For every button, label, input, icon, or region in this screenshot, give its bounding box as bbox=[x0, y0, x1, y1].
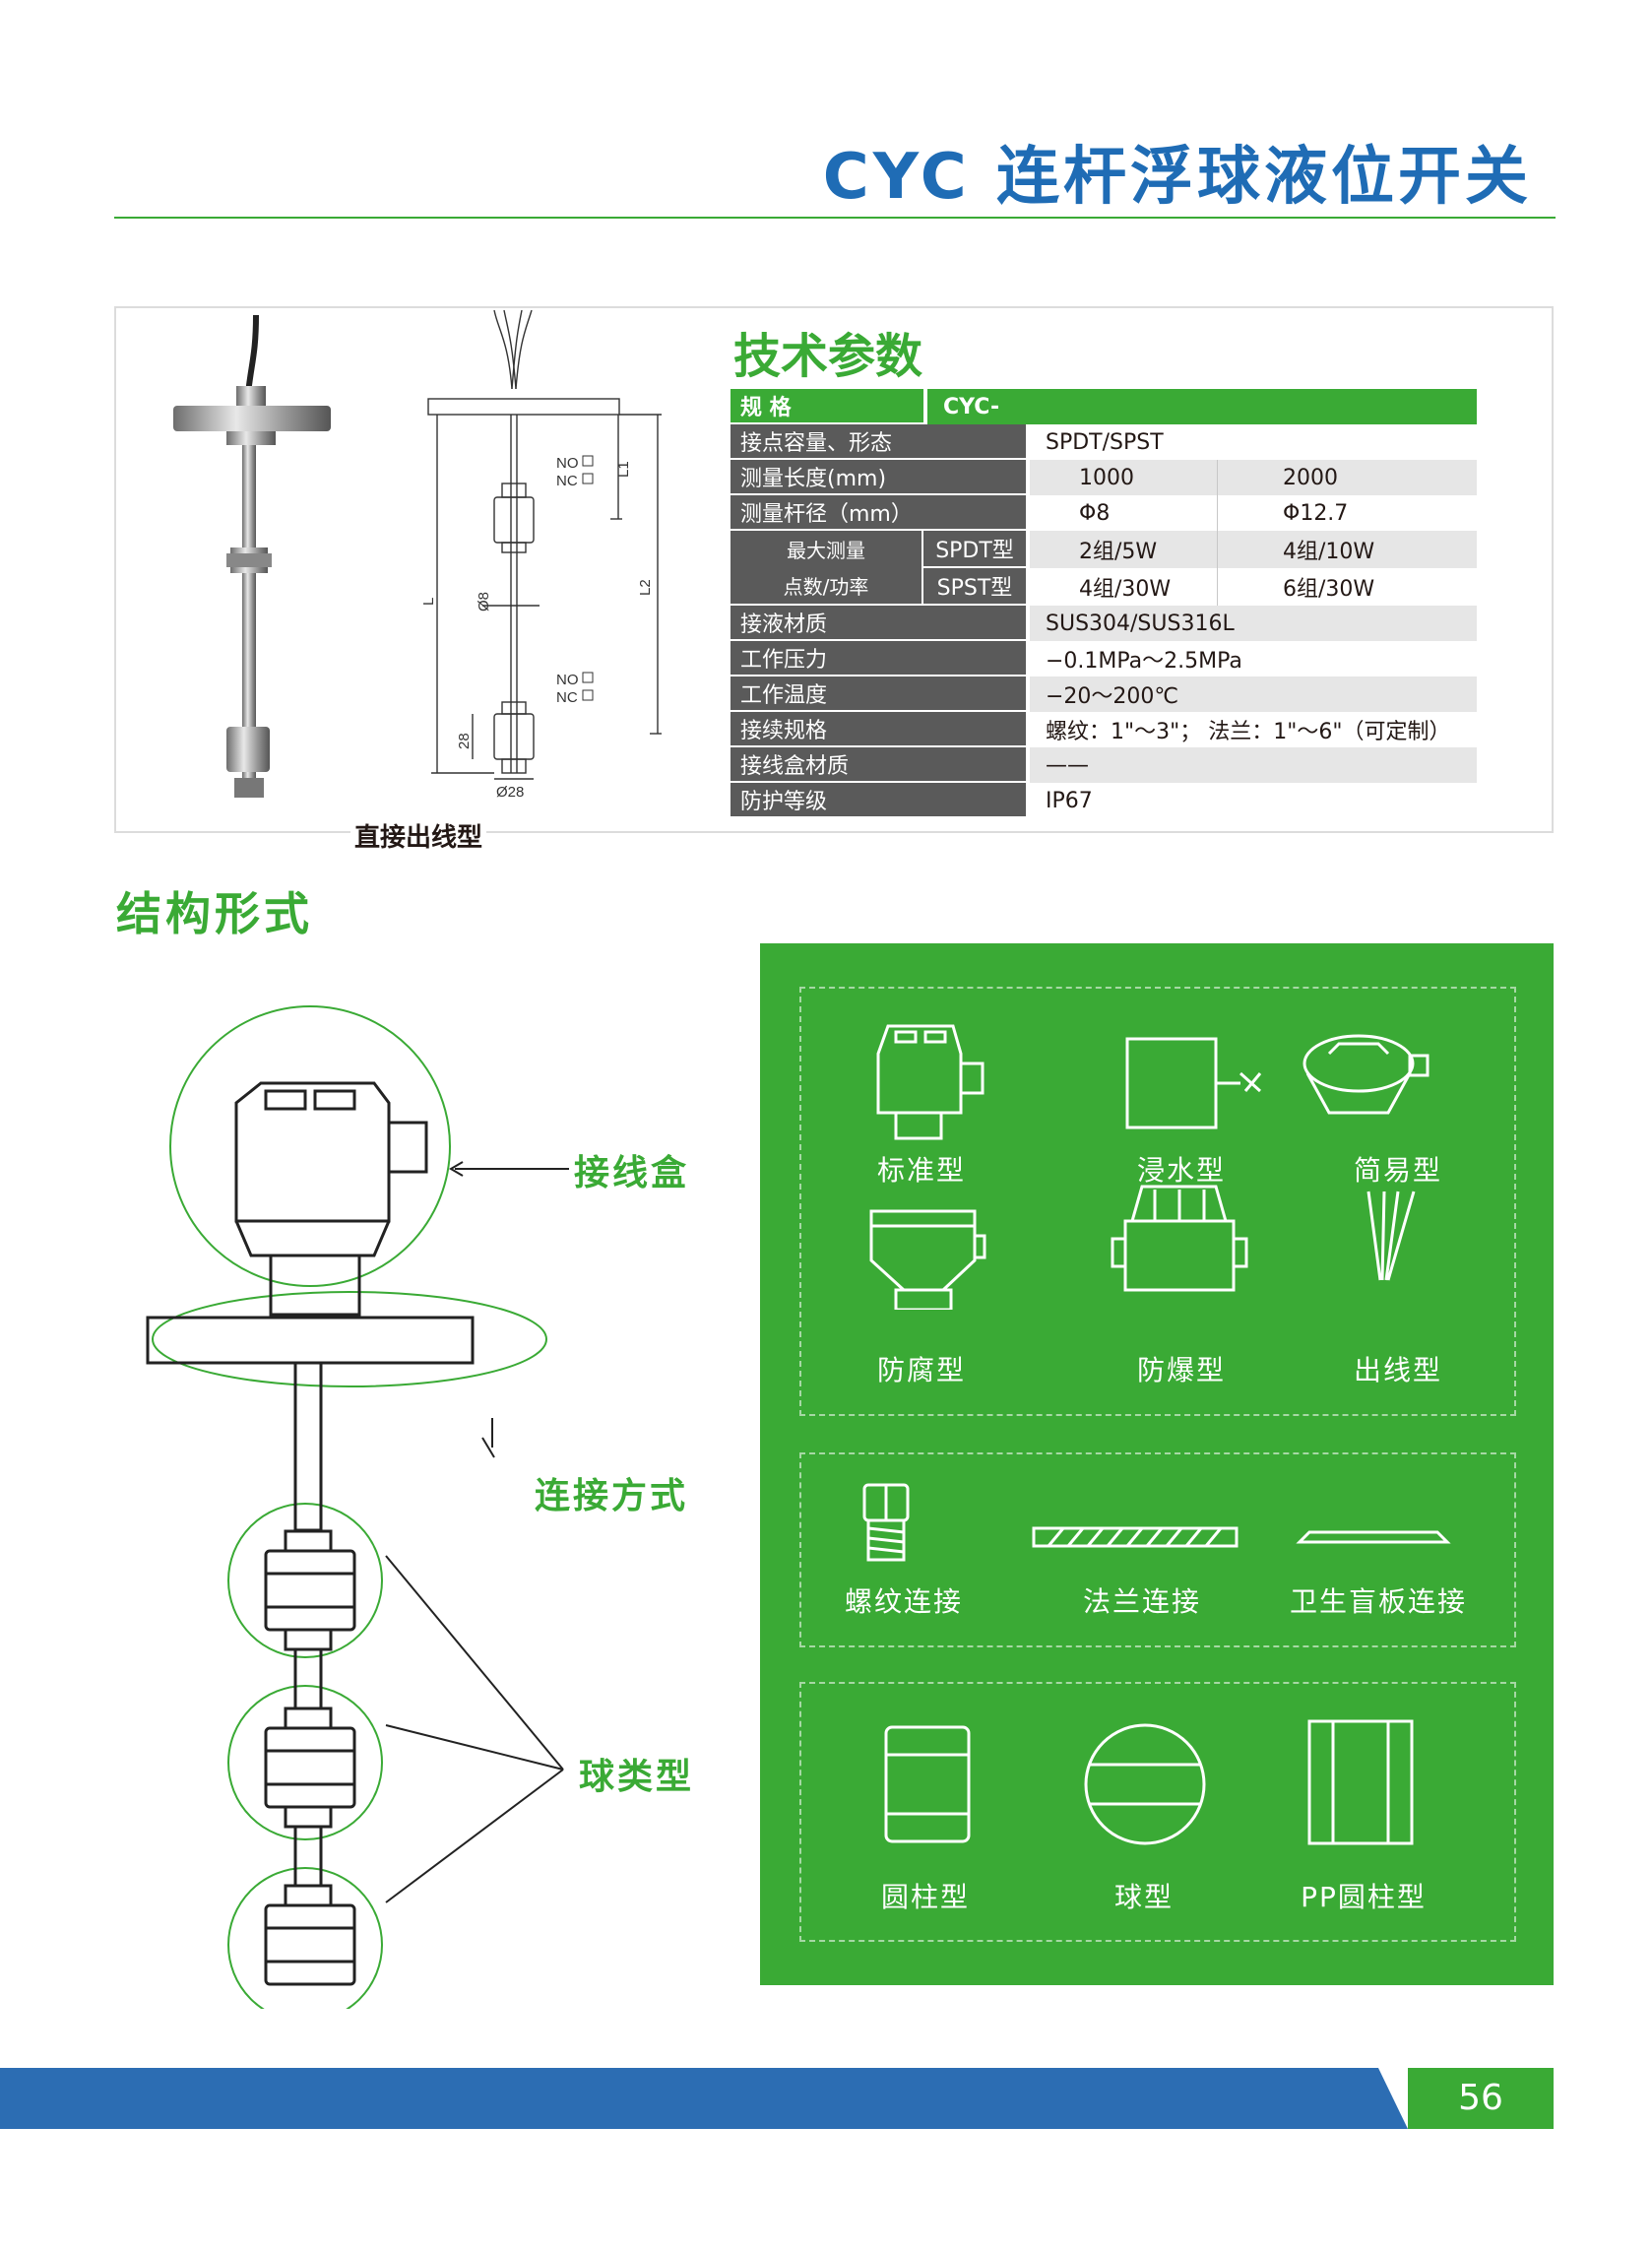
table-row: 工作压力 −0.1MPa～2.5MPa bbox=[731, 641, 1477, 676]
ball-pp-cylinder: PP圆柱型 bbox=[1301, 1881, 1427, 1913]
label-nc-top: NC bbox=[556, 473, 578, 489]
label-l2: L2 bbox=[637, 579, 654, 596]
ball-types-frame bbox=[799, 1682, 1516, 1942]
options-panel bbox=[760, 943, 1554, 1985]
callout-connection: 连接方式 bbox=[535, 1476, 689, 1516]
sanitary-blind-connection-icon bbox=[1296, 1530, 1451, 1544]
cylinder-float-icon bbox=[884, 1725, 971, 1843]
box-type-anticorrosion: 防腐型 bbox=[876, 1354, 966, 1386]
label-height: 28 bbox=[456, 733, 473, 749]
dimension-drawing: NO NC NO NC L1 L2 L Ø8 28 Ø28 bbox=[420, 310, 662, 801]
table-row: 工作温度 −20～200℃ bbox=[731, 676, 1477, 712]
photo-caption: 直接出线型 bbox=[350, 817, 487, 854]
connection-sanitary: 卫生盲板连接 bbox=[1289, 1585, 1467, 1618]
callout-ball-type: 球类型 bbox=[579, 1757, 695, 1797]
footer-bar bbox=[0, 2068, 1477, 2129]
table-row: 防护等级 IP67 bbox=[731, 783, 1477, 818]
label-no-bottom: NO bbox=[556, 672, 579, 688]
pp-cylinder-float-icon bbox=[1307, 1719, 1414, 1845]
label-l1: L1 bbox=[615, 461, 632, 478]
table-row: 接线盒材质 —— bbox=[731, 747, 1477, 783]
spec-header-label: 规 格 bbox=[731, 389, 923, 424]
page-title: CYC 连杆浮球液位开关 bbox=[822, 141, 1532, 214]
explosion-proof-box-icon bbox=[1111, 1185, 1248, 1292]
table-row: 接液材质 SUS304/SUS316L bbox=[731, 606, 1477, 641]
ball-sphere: 球型 bbox=[1113, 1881, 1174, 1913]
connection-types-frame bbox=[799, 1452, 1516, 1647]
label-no-top: NO bbox=[556, 455, 579, 472]
flange-connection-icon bbox=[1032, 1526, 1239, 1548]
product-photo bbox=[173, 315, 331, 798]
spec-header-row: 规 格 CYC- bbox=[731, 389, 1477, 424]
spec-table: 规 格 CYC- 接点容量、形态 SPDT/SPST 测量长度(mm) 1000… bbox=[731, 389, 1477, 818]
label-float-dia: Ø28 bbox=[496, 784, 524, 801]
anticorrosion-box-icon bbox=[869, 1209, 986, 1310]
table-row: 测量长度(mm) 1000 2000 bbox=[731, 460, 1477, 495]
callout-junction-box: 接线盒 bbox=[574, 1153, 690, 1193]
box-type-icons bbox=[869, 1024, 1430, 1310]
simple-box-icon bbox=[1303, 1034, 1430, 1115]
spec-header-value: CYC- bbox=[923, 389, 1477, 424]
connection-thread: 螺纹连接 bbox=[844, 1585, 963, 1618]
box-type-standard: 标准型 bbox=[876, 1154, 966, 1187]
spec-panel bbox=[114, 306, 1554, 833]
label-rod-dia: Ø8 bbox=[476, 592, 492, 612]
cable-outlet-icon bbox=[1366, 1191, 1416, 1281]
box-types-frame bbox=[799, 987, 1516, 1416]
table-row: 接点容量、形态 SPDT/SPST bbox=[731, 424, 1477, 460]
submersible-box-icon bbox=[1125, 1037, 1262, 1129]
label-l: L bbox=[420, 598, 437, 606]
box-type-simple: 简易型 bbox=[1353, 1154, 1442, 1187]
structure-diagram bbox=[146, 1005, 569, 2009]
table-row: 测量杆径（mm） Φ8 Φ12.7 bbox=[731, 495, 1477, 531]
table-row: 接续规格 螺纹：1"～3"； 法兰：1"～6"（可定制） bbox=[731, 712, 1477, 747]
spec-title: 技术参数 bbox=[733, 329, 923, 384]
thread-connection-icon bbox=[862, 1483, 910, 1562]
box-type-submersible: 浸水型 bbox=[1136, 1154, 1226, 1187]
table-row: 最大测量 点数/功率 SPDT型 2组/5W 4组/10W bbox=[731, 531, 1477, 606]
box-type-explosion-proof: 防爆型 bbox=[1136, 1354, 1226, 1386]
ball-icons bbox=[884, 1719, 1414, 1845]
box-type-cable-outlet: 出线型 bbox=[1353, 1354, 1442, 1386]
label-nc-bottom: NC bbox=[556, 689, 578, 706]
connection-icons bbox=[862, 1483, 1451, 1562]
title-divider bbox=[114, 217, 1556, 219]
standard-box-icon bbox=[876, 1024, 985, 1140]
ball-cylinder: 圆柱型 bbox=[880, 1881, 970, 1913]
connection-flange: 法兰连接 bbox=[1082, 1585, 1201, 1618]
table-row: SPST型 4组/30W 6组/30W bbox=[731, 568, 1477, 606]
ball-float-icon bbox=[1084, 1723, 1206, 1845]
structure-title: 结构形式 bbox=[116, 887, 313, 940]
page-number: 56 bbox=[1408, 2068, 1554, 2129]
